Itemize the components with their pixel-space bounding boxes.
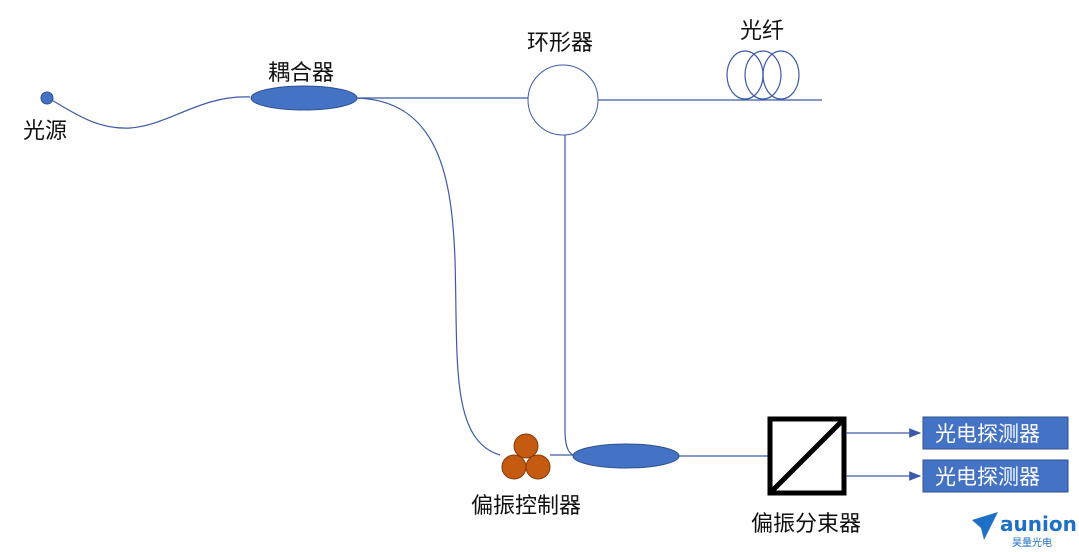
brand-logo: aunion 昊量光电	[972, 512, 1077, 549]
light-source-label: 光源	[23, 119, 67, 144]
detector-label-2: 光电探测器	[935, 465, 1040, 489]
detector-box-1	[922, 416, 1069, 450]
fiber-coil-icon	[726, 50, 800, 100]
circulator-label: 环形器	[527, 31, 593, 56]
detector-box-2	[922, 459, 1069, 493]
coupler-ellipse	[250, 85, 358, 111]
coupler-label: 耦合器	[268, 61, 334, 86]
second-coupler-ellipse	[572, 443, 680, 469]
polarization-beam-splitter-icon	[767, 416, 847, 496]
polarization-controller-icon	[501, 433, 551, 480]
fiber-label: 光纤	[740, 19, 784, 44]
polarization-beam-splitter-label: 偏振分束器	[751, 512, 861, 537]
logo-subtext: 昊量光电	[1012, 536, 1052, 549]
light-source-dot	[40, 91, 54, 105]
logo-arrow-icon	[972, 512, 998, 540]
fiber-coupler-to-controller	[355, 97, 501, 456]
polarization-controller-label: 偏振控制器	[471, 494, 581, 519]
circulator-circle	[527, 64, 599, 136]
logo-text: aunion	[1000, 512, 1077, 536]
fiber-source-to-coupler	[47, 96, 251, 129]
fiber-circulator-down	[564, 135, 579, 457]
detector-label-1: 光电探测器	[935, 422, 1040, 446]
